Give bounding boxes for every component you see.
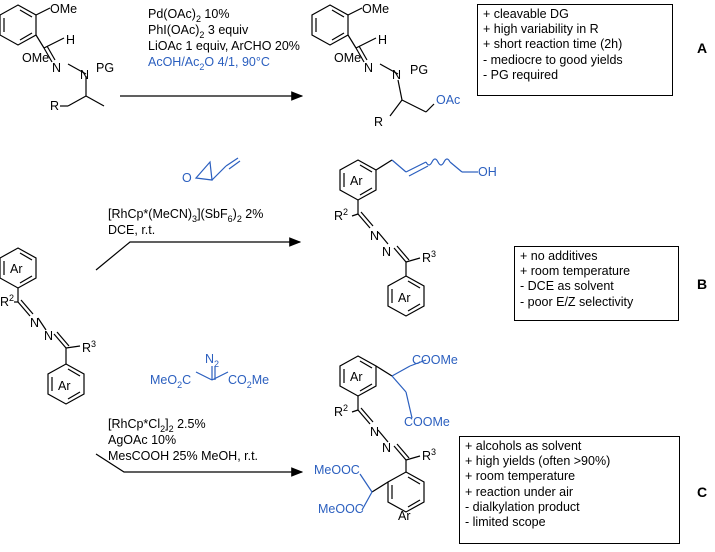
coome-label: COOMe [412,353,458,367]
condition-line-2: PhI(OAc)2 3 equiv [148,23,249,40]
feature-item: + high yields (often >90%) [465,454,611,469]
n-label: N [382,441,391,455]
pg-label: PG [96,61,114,75]
oh-label: OH [478,165,497,179]
ar-label: Ar [10,262,23,276]
reaction-arrow [95,237,302,271]
ar-label: Ar [350,174,363,188]
condition-line-1: Pd(OAc)2 10% [148,7,229,24]
n-label: N [370,425,379,439]
oac-label: OAc [436,93,460,107]
feature-item: - PG required [483,67,559,82]
n-label: N [364,61,373,75]
scheme-b-label: B [697,276,708,292]
ar-label: Ar [350,370,363,384]
feature-item: + room temperature [520,264,631,279]
ar-label: Ar [398,291,411,305]
scheme-a-product: OMe OMe H N N PG R OAc [311,2,460,129]
scheme-a-conditions: Pd(OAc)2 10% PhI(OAc)2 3 equiv LiOAc 1 e… [120,7,304,101]
r-label: R [50,99,59,113]
diazo-meo2c: MeO2C [150,373,191,390]
scheme-a-feature-box: + cleavable DG + high variability in R +… [477,4,673,96]
h-label: H [66,33,75,47]
feature-item: + short reaction time (2h) [483,37,623,52]
n-label: N [52,61,61,75]
additive-line: AgOAc 10% [108,433,176,447]
ar-label: Ar [398,509,411,523]
n-label: N [30,316,39,330]
meooc-label: MeOOC [318,502,364,516]
n-label: N [80,68,89,82]
r3-label: R3 [422,249,436,265]
r3-label: R3 [82,339,96,355]
scheme-c-label: C [697,484,708,500]
ome-label: OMe [362,2,389,16]
h-label: H [378,33,387,47]
condition-line-3: LiOAc 1 equiv, ArCHO 20% [148,39,300,53]
ome-label: OMe [22,51,49,65]
ome-label: OMe [50,2,77,16]
epoxide-o: O [182,171,192,185]
scheme-b-product: Ar OH Ar R2 N N R3 [334,158,497,317]
catalyst-line: [RhCp*Cl2]2 2.5% [108,417,206,434]
ome-label: OMe [334,51,361,65]
r2-label: R2 [0,293,14,309]
reaction-arrow [95,453,304,477]
n-label: N [44,329,53,343]
scheme-a-starting-material: OMe OMe H N N PG R [0,2,114,113]
scheme-b-feature-box: + no additives + room temperature - DCE … [514,246,679,321]
feature-item: - mediocre to good yields [483,52,623,67]
feature-item: - poor E/Z selectivity [520,294,634,309]
n-label: N [392,68,401,82]
feature-item: + high variability in R [483,22,599,37]
condition-line-4: AcOH/Ac2O 4/1, 90°C [148,55,270,72]
scheme-a-label: A [697,40,708,56]
pg-label: PG [410,63,428,77]
azine-substrate: Ar Ar R2 N N R3 [0,247,96,405]
feature-item: + alcohols as solvent [465,439,582,453]
feature-item: - limited scope [465,515,546,530]
r3-label: R3 [422,447,436,463]
catalyst-line: [RhCp*(MeCN)3](SbF6)2 2% [108,207,263,224]
meooc-label: MeOOC [314,463,360,477]
acid-solvent-line: MesCOOH 25% MeOH, r.t. [108,449,258,463]
diazo-n2: N2 [205,352,219,369]
feature-item: + reaction under air [465,484,574,499]
r-label: R [374,115,383,129]
feature-item: - dialkylation product [465,499,580,514]
scheme-c-product: Ar COOMe COOMe Ar MeOOC MeOOC R2 N N R3 [314,353,458,523]
feature-item: - DCE as solvent [520,279,614,294]
ar-label: Ar [58,379,71,393]
feature-item: + no additives [520,249,598,263]
solvent-line: DCE, r.t. [108,223,155,237]
coome-label: COOMe [404,415,450,429]
diazo-co2me: CO2Me [228,373,269,390]
feature-item: + cleavable DG [483,7,569,21]
scheme-c-reagents: N2 MeO2C CO2Me [RhCp*Cl2]2 2.5% AgOAc 10… [95,352,304,477]
n-label: N [370,229,379,243]
scheme-c-feature-box: + alcohols as solvent + high yields (oft… [459,436,680,544]
n-label: N [382,245,391,259]
feature-item: + room temperature [465,469,576,484]
scheme-b-reagents: O [RhCp*(MeCN)3](SbF6)2 2% DCE, r.t. [95,157,302,271]
r2-label: R2 [334,403,348,419]
r2-label: R2 [334,207,348,223]
